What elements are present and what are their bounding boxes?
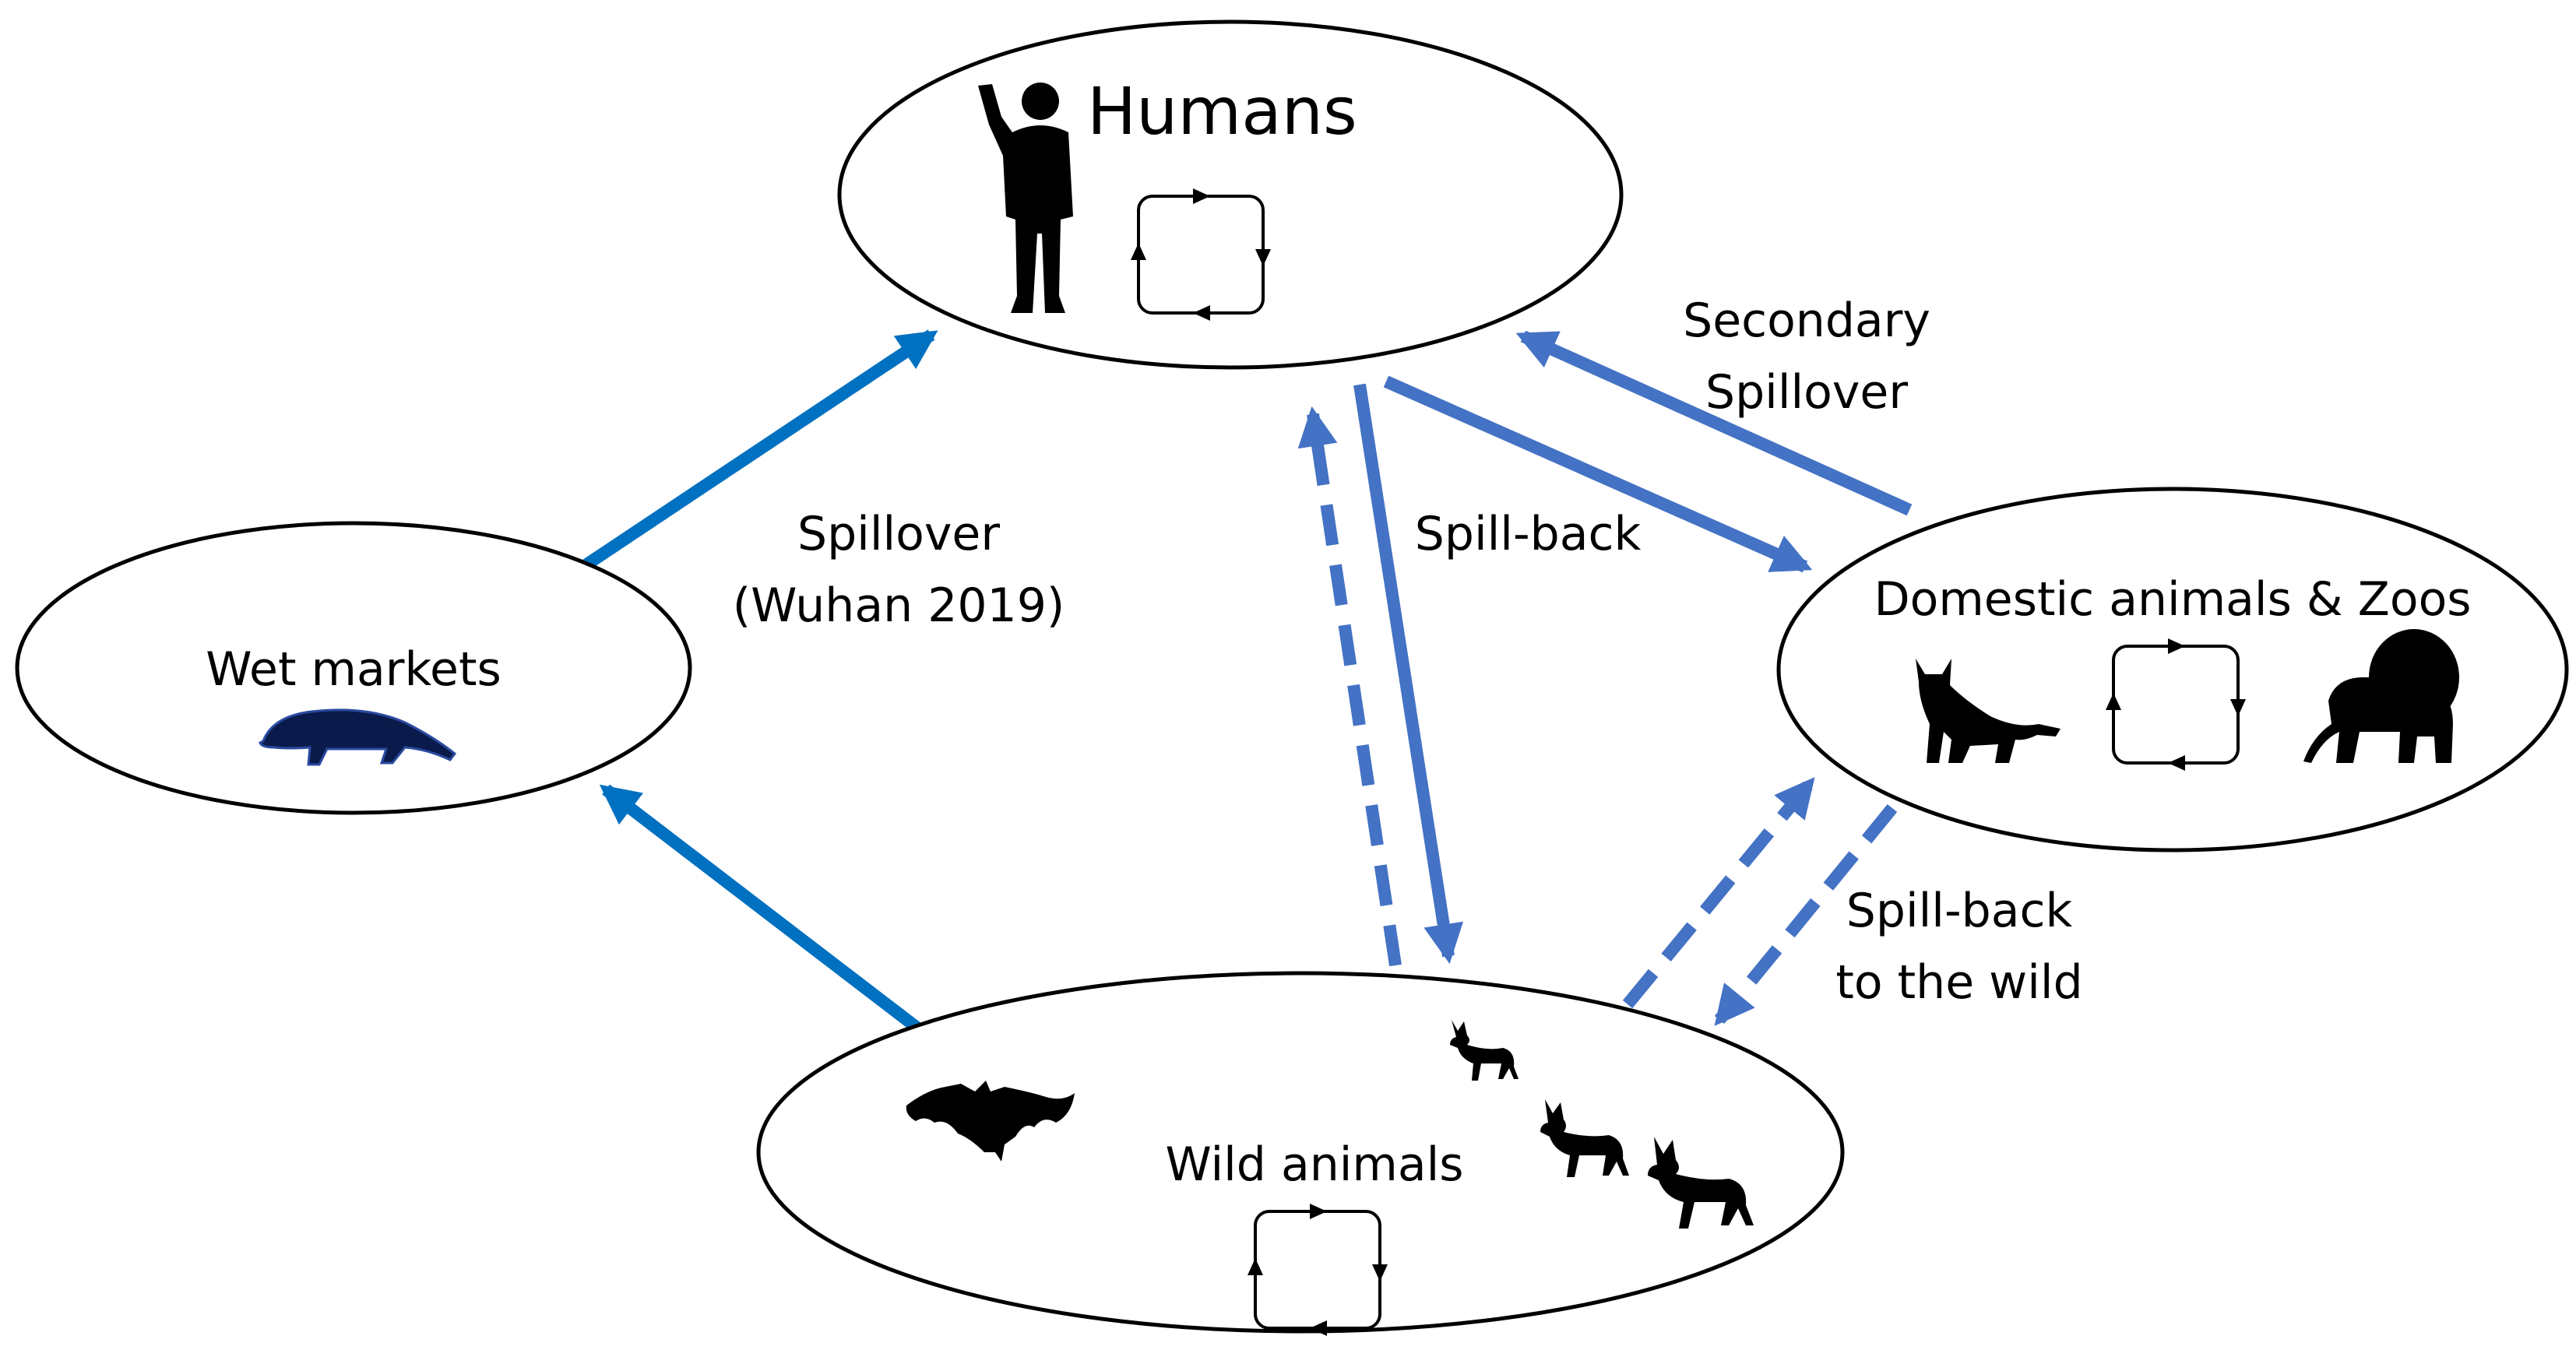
node-domestic: Domestic animals & Zoos (1776, 487, 2569, 852)
spillover-label-line2: (Wuhan 2019) (733, 578, 1065, 633)
lion-icon (2303, 629, 2459, 763)
civet-icon (259, 708, 457, 766)
edge-label-spill-back-wild: Spill-back to the wild (1835, 884, 2082, 1010)
node-humans: Humans (837, 19, 1624, 370)
wild-label: Wild animals (1165, 1137, 1463, 1192)
arrow-wild-to-domestic-dashed (1622, 777, 1815, 1009)
cat-icon (1916, 659, 2060, 763)
secondary-spillover-label-line1: Secondary (1683, 294, 1930, 348)
spill-back-label: Spill-back (1415, 507, 1642, 561)
deer-icon (1450, 1020, 1754, 1229)
edge-label-spillover: Spillover (Wuhan 2019) (733, 507, 1065, 633)
node-wild: Wild animals (756, 971, 1845, 1338)
spill-back-wild-label-line1: Spill-back (1846, 884, 2073, 938)
arrow-wild-to-wetmarkets (599, 784, 929, 1039)
arrows (582, 329, 1913, 1039)
wet-markets-label: Wet markets (206, 642, 501, 697)
humans-label: Humans (1087, 73, 1357, 149)
arrow-domestic-to-humans (1515, 330, 1913, 516)
secondary-spillover-label-line2: Spillover (1705, 365, 1908, 420)
arrow-humans-to-domestic (1383, 375, 1813, 573)
arrow-wetmarkets-to-humans (582, 329, 938, 571)
edge-label-secondary-spillover: Secondary Spillover (1683, 294, 1930, 420)
arrow-humans-to-wild (1353, 383, 1464, 965)
bat-icon (906, 1081, 1075, 1162)
node-wet-markets: Wet markets (15, 521, 692, 815)
spill-back-wild-label-line2: to the wild (1835, 955, 2082, 1010)
human-silhouette-icon (978, 83, 1073, 313)
arrow-domestic-to-wild-dashed (1714, 803, 1898, 1026)
spillover-label-line1: Spillover (797, 507, 1000, 561)
domestic-label: Domestic animals & Zoos (1874, 572, 2471, 627)
edge-label-spill-back: Spill-back (1415, 507, 1642, 561)
arrow-wild-to-humans-dashed (1297, 406, 1402, 967)
